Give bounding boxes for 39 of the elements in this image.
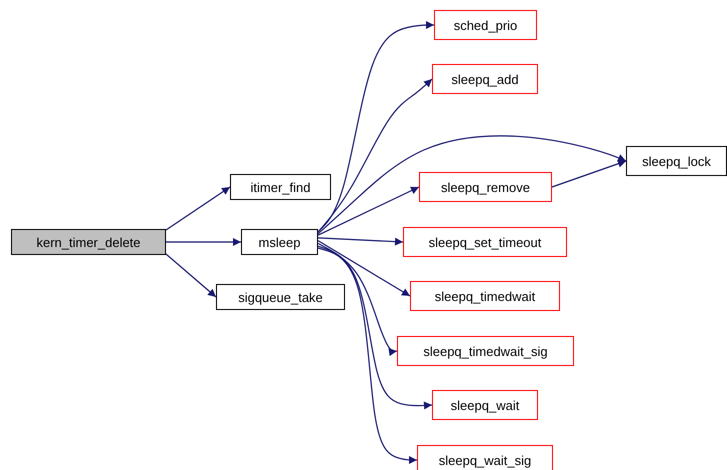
function-box bbox=[419, 172, 552, 202]
function-name: msleep bbox=[258, 234, 300, 250]
function-name: sleepq_timedwait bbox=[434, 288, 536, 304]
function-box bbox=[11, 229, 166, 255]
function-name: sigqueue_take bbox=[238, 290, 323, 304]
arrow bbox=[318, 135, 626, 234]
function-box bbox=[397, 336, 574, 366]
arrow bbox=[318, 242, 398, 356]
arrow bbox=[166, 238, 241, 246]
arrow bbox=[166, 186, 230, 230]
function-box bbox=[432, 64, 538, 94]
function-name: sleepq_set_timeout bbox=[428, 234, 542, 250]
function-box bbox=[417, 445, 553, 470]
arrow bbox=[318, 240, 410, 297]
function-box bbox=[216, 284, 345, 310]
arrow bbox=[166, 254, 216, 298]
function-box bbox=[432, 390, 538, 420]
function-name: kern_timer_delete bbox=[36, 234, 141, 250]
function-name: sleepq_add bbox=[451, 72, 519, 86]
arrow bbox=[318, 21, 434, 232]
function-name: sleepq_lock bbox=[642, 154, 711, 168]
function-name: sleepq_remove bbox=[441, 180, 530, 194]
arrow bbox=[318, 237, 404, 246]
function-box bbox=[403, 227, 567, 257]
function-name: sleepq_timedwait_sig bbox=[423, 344, 548, 358]
function-box bbox=[434, 10, 537, 40]
function-box bbox=[230, 174, 331, 200]
function-box bbox=[626, 146, 727, 176]
arrow bbox=[318, 186, 420, 236]
function-box bbox=[410, 281, 560, 311]
arrow bbox=[552, 160, 626, 188]
function-name: itimer_find bbox=[250, 180, 310, 194]
function-box bbox=[241, 229, 318, 255]
function-name: sched_prio bbox=[454, 18, 518, 32]
function-name: sleepq_wait bbox=[450, 398, 520, 412]
function-name: sleepq_wait_sig bbox=[438, 452, 532, 468]
arrow bbox=[318, 247, 417, 464]
arrow bbox=[318, 245, 432, 410]
arrow bbox=[318, 78, 432, 232]
